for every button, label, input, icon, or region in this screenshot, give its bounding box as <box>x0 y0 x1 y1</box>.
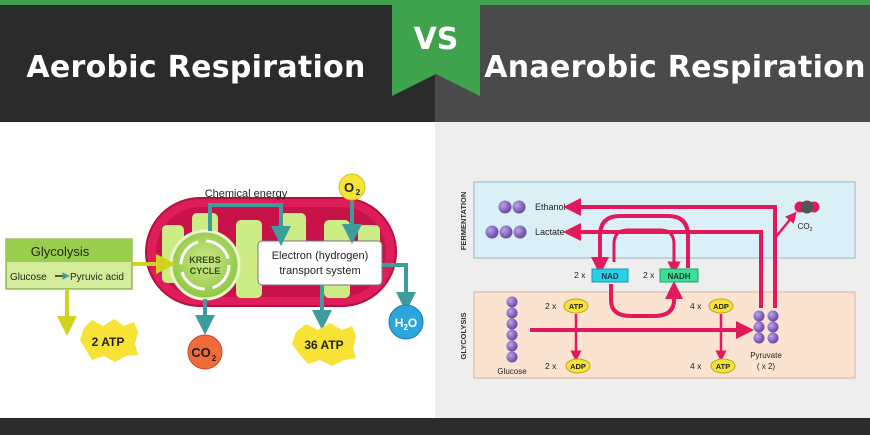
adp-out-badge <box>565 358 591 374</box>
lactate-molecule-1 <box>485 225 499 239</box>
co2-label-anaerobic: CO2 <box>798 222 813 233</box>
chemical-energy-arrow <box>208 203 291 246</box>
nadh-badge <box>659 268 699 283</box>
krebs-cycle-ring <box>179 239 231 291</box>
atp-out-badge <box>710 358 736 374</box>
anaerobic-diagram: FERMENTATION GLYCOLYSIS Ethanol Lactate … <box>459 181 856 379</box>
glycolysis-pyruvic-acid: Pyruvic acid <box>70 272 124 283</box>
o2-subscript: 2 <box>356 188 361 197</box>
atp-36-burst <box>292 323 356 366</box>
nadh-to-nad-inner-loop <box>612 228 681 275</box>
pyruvate-count: ( x 2) <box>757 362 776 371</box>
adp-in-multiplier: 4 x <box>690 301 702 311</box>
nad-label: NAD <box>601 272 619 281</box>
nad-badge <box>591 268 629 283</box>
krebs-label-line2: CYCLE <box>190 266 221 276</box>
pyruvate-label: Pyruvate <box>750 351 782 360</box>
vs-label: VS <box>413 22 459 57</box>
nad-to-nadh-loop <box>609 281 683 318</box>
h2o-molecule <box>388 304 424 340</box>
atp-36-label: 36 ATP <box>304 338 343 352</box>
ethanol-molecule-2 <box>512 200 526 214</box>
lactate-molecule-2 <box>499 225 513 239</box>
header-left-panel <box>0 5 435 122</box>
pyruvate-to-lactate-arrow <box>563 223 763 308</box>
glucose-chain <box>506 296 518 363</box>
nadh-multiplier: 2 x <box>643 270 655 280</box>
glycolysis-header <box>6 239 132 262</box>
pyruvate-to-ethanol-arrow <box>563 198 777 308</box>
glycolysis-glucose: Glucose <box>10 272 47 283</box>
pyruvate-chains <box>753 310 779 344</box>
atp-2-label: 2 ATP <box>92 335 125 349</box>
vs-badge <box>392 0 480 96</box>
lactate-label: Lactate <box>535 227 565 237</box>
adp-out-label: ADP <box>570 362 586 371</box>
atp-out-label: ATP <box>716 362 730 371</box>
co2-subscript-aerobic: 2 <box>212 354 217 363</box>
atp-in-badge <box>563 298 589 314</box>
aerobic-title: Aerobic Respiration <box>26 50 366 85</box>
ethanol-molecule-1 <box>498 200 512 214</box>
co2-label-aerobic: CO <box>191 345 211 360</box>
co2-atom-center <box>800 200 814 214</box>
glycolysis-panel <box>473 291 856 379</box>
to-co2-arrow <box>774 211 797 239</box>
o2-molecule <box>338 173 366 201</box>
adp-out-multiplier: 2 x <box>545 361 557 371</box>
atp-2-burst <box>80 319 138 362</box>
lactate-molecule-3 <box>513 225 527 239</box>
glycolysis-side-label: GLYCOLYSIS <box>459 313 468 360</box>
fermentation-panel <box>473 181 856 259</box>
glucose-label: Glucose <box>497 367 527 376</box>
etc-label-line1: Electron (hydrogen) <box>272 250 369 262</box>
anaerobic-title: Anaerobic Respiration <box>484 50 866 85</box>
nadh-label: NADH <box>667 272 690 281</box>
footer-bar <box>0 418 870 435</box>
atp-in-label: ATP <box>569 302 583 311</box>
fermentation-label: FERMENTATION <box>459 192 468 250</box>
chemical-energy-label: Chemical energy <box>205 188 288 200</box>
atp-in-multiplier: 2 x <box>545 301 557 311</box>
nad-multiplier: 2 x <box>574 270 586 280</box>
krebs-label-line1: KREBS <box>189 255 221 265</box>
nadh-to-nad-outer-loop <box>591 214 690 275</box>
etc-label-line2: transport system <box>279 265 360 277</box>
atp-out-multiplier: 4 x <box>690 361 702 371</box>
etc-to-h2o-arrow <box>382 263 416 312</box>
ethanol-label: Ethanol <box>535 202 566 212</box>
adp-in-label: ADP <box>713 302 729 311</box>
header-right-panel <box>435 5 870 122</box>
co2-molecule-aerobic <box>187 334 223 370</box>
aerobic-diagram: KREBS CYCLE Electron (hydrogen) transpor… <box>5 173 424 370</box>
etc-box <box>257 240 383 286</box>
o2-label: O <box>344 180 354 195</box>
adp-in-badge <box>708 298 734 314</box>
h2o-label: H2O <box>395 316 417 332</box>
glycolysis-title: Glycolysis <box>31 244 90 259</box>
